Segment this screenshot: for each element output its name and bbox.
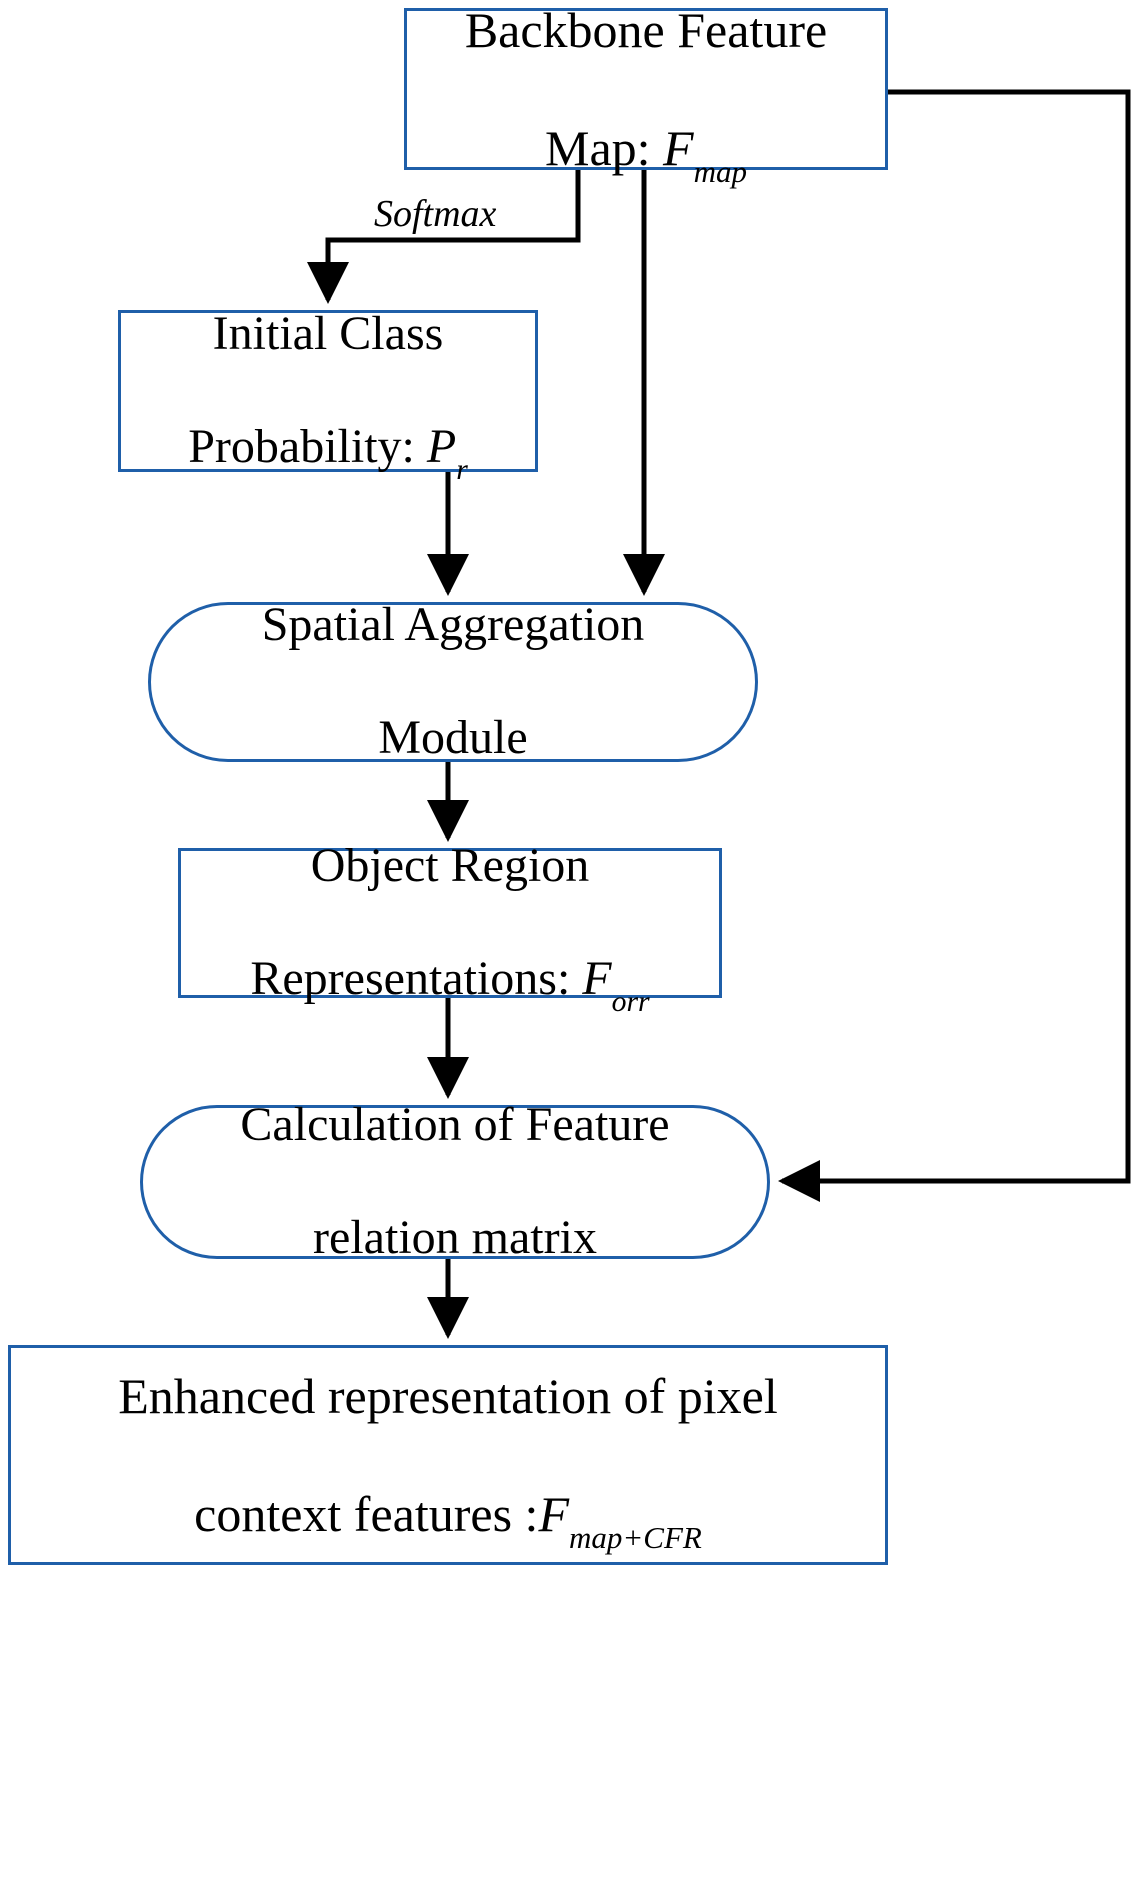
node-orr-line2-prefix: Representations:: [250, 952, 583, 1006]
node-enhanced-representation[interactable]: Enhanced representation of pixel context…: [8, 1345, 888, 1565]
node-orr-symbol: F: [582, 952, 612, 1006]
node-calcmatrix-line2-prefix: relation matrix: [313, 1211, 597, 1265]
node-calculation-of-feature-relation-matrix[interactable]: Calculation of Feature relation matrix: [140, 1098, 770, 1264]
node-enhanced-representation-label: Enhanced representation of pixel context…: [104, 1367, 791, 1554]
node-initprob-line1: Initial Class: [212, 307, 444, 361]
node-object-region-representations-label: Object Region Representations: Forr: [236, 838, 663, 1017]
node-backbone-line2-prefix: Map:: [545, 119, 664, 176]
node-spatial-aggregation-module[interactable]: Spatial Aggregation Module: [148, 598, 758, 764]
node-initprob-symbol: P: [426, 420, 457, 474]
node-enhanced-subscript: map+CFR: [568, 1520, 702, 1556]
node-backbone-symbol: F: [663, 119, 694, 176]
node-orr-line1: Object Region: [310, 839, 590, 893]
node-initprob-line2-prefix: Probability:: [188, 420, 427, 474]
node-backbone-feature-map[interactable]: Backbone Feature Map: Fmap: [404, 2, 888, 187]
node-object-region-representations[interactable]: Object Region Representations: Forr: [178, 839, 722, 1017]
edge-backbone-to-calcmatrix-bypass: [777, 89, 1131, 1202]
edge-label-softmax: Softmax: [374, 193, 497, 235]
node-calculation-of-feature-relation-matrix-label: Calculation of Feature relation matrix: [226, 1097, 683, 1267]
node-enhanced-symbol: F: [538, 1485, 569, 1542]
node-backbone-feature-map-label: Backbone Feature Map: Fmap: [451, 1, 841, 188]
node-backbone-line1: Backbone Feature: [464, 1, 828, 58]
node-initial-class-probability[interactable]: Initial Class Probability: Pr: [118, 307, 538, 485]
node-initial-class-probability-label: Initial Class Probability: Pr: [174, 306, 482, 485]
node-enhanced-line2-prefix: context features :: [194, 1485, 539, 1542]
node-backbone-subscript: map: [693, 154, 747, 190]
node-calcmatrix-line1: Calculation of Feature: [240, 1098, 670, 1152]
node-enhanced-line1: Enhanced representation of pixel: [118, 1367, 778, 1424]
node-initprob-subscript: r: [456, 453, 468, 487]
node-orr-subscript: orr: [611, 985, 650, 1019]
node-spatial-aggregation-module-label: Spatial Aggregation Module: [248, 597, 659, 767]
node-spatial-line1: Spatial Aggregation: [261, 598, 645, 652]
node-spatial-line2-prefix: Module: [378, 711, 528, 765]
